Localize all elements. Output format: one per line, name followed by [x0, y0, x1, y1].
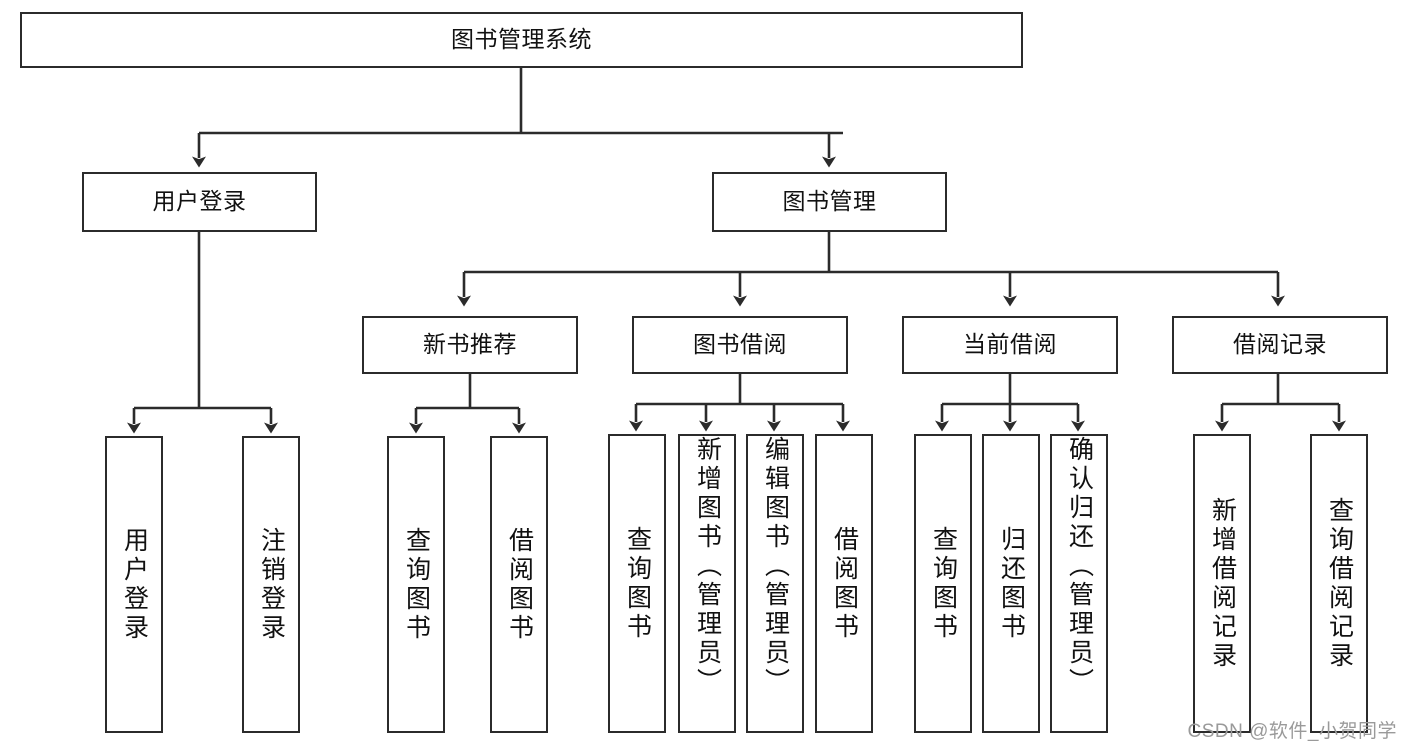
node-borrow-record-label: 借阅记录	[1233, 331, 1327, 358]
leaf-add-book-admin[interactable]: 新增图书（管理员）	[678, 434, 736, 733]
node-user-login[interactable]: 用户登录	[82, 172, 317, 232]
leaf-query-borrow-record[interactable]: 查询借阅记录	[1310, 434, 1368, 733]
node-borrow-record[interactable]: 借阅记录	[1172, 316, 1388, 374]
leaf-query-book-3-label: 查询图书	[929, 525, 958, 642]
leaf-query-book-2[interactable]: 查询图书	[608, 434, 666, 733]
leaf-add-borrow-record[interactable]: 新增借阅记录	[1193, 434, 1251, 733]
leaf-borrow-book-2-label: 借阅图书	[830, 525, 859, 642]
leaf-user-login[interactable]: 用户登录	[105, 436, 163, 733]
node-current-borrow[interactable]: 当前借阅	[902, 316, 1118, 374]
leaf-return-book-label: 归还图书	[997, 525, 1026, 642]
csdn-watermark: CSDN @软件_小贺同学	[1187, 721, 1397, 742]
leaf-query-book-3[interactable]: 查询图书	[914, 434, 972, 733]
node-book-management-label: 图书管理	[782, 188, 877, 215]
leaf-add-borrow-record-label: 新增借阅记录	[1208, 496, 1237, 671]
leaf-borrow-book-1[interactable]: 借阅图书	[490, 436, 548, 733]
leaf-confirm-return-admin-label: 确认归还（管理员）	[1065, 436, 1094, 697]
leaf-confirm-return-admin[interactable]: 确认归还（管理员）	[1050, 434, 1108, 733]
leaf-query-book-1[interactable]: 查询图书	[387, 436, 445, 733]
node-new-book-recommend-label: 新书推荐	[423, 331, 517, 358]
leaf-return-book[interactable]: 归还图书	[982, 434, 1040, 733]
leaf-borrow-book-2[interactable]: 借阅图书	[815, 434, 873, 733]
leaf-logout-label: 注销登录	[257, 526, 286, 643]
node-book-management[interactable]: 图书管理	[712, 172, 947, 232]
leaf-logout[interactable]: 注销登录	[242, 436, 300, 733]
node-user-login-label: 用户登录	[152, 188, 247, 215]
node-root-label: 图书管理系统	[451, 26, 592, 53]
leaf-borrow-book-1-label: 借阅图书	[505, 526, 534, 643]
node-book-borrow-label: 图书借阅	[693, 331, 787, 358]
leaf-edit-book-admin-label: 编辑图书（管理员）	[761, 436, 790, 697]
node-new-book-recommend[interactable]: 新书推荐	[362, 316, 578, 374]
node-book-borrow[interactable]: 图书借阅	[632, 316, 848, 374]
leaf-add-book-admin-label: 新增图书（管理员）	[693, 436, 722, 697]
leaf-query-borrow-record-label: 查询借阅记录	[1325, 496, 1354, 671]
leaf-query-book-2-label: 查询图书	[623, 525, 652, 642]
leaf-query-book-1-label: 查询图书	[402, 526, 431, 643]
node-current-borrow-label: 当前借阅	[963, 331, 1057, 358]
leaf-user-login-label: 用户登录	[120, 526, 149, 643]
leaf-edit-book-admin[interactable]: 编辑图书（管理员）	[746, 434, 804, 733]
node-root[interactable]: 图书管理系统	[20, 12, 1023, 68]
